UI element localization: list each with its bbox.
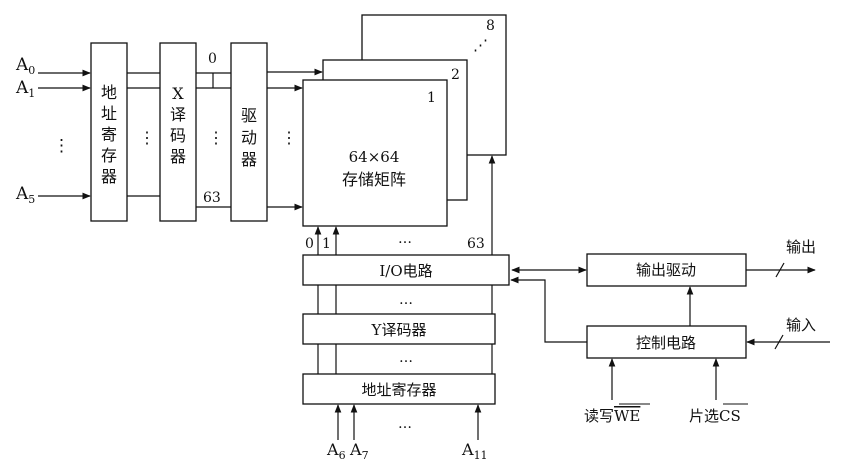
y-address-register-box	[302, 373, 496, 405]
a5-label: A5	[15, 184, 35, 206]
x_decoder_vertical-char: X	[172, 84, 184, 103]
a0-label: A0	[15, 55, 35, 77]
driver-box	[230, 42, 268, 222]
matrix-name: 存储矩阵	[342, 170, 406, 189]
y-decoder-label: Y译码器	[371, 321, 427, 339]
memory-plane-1	[302, 79, 448, 227]
dots-2: ⋮	[208, 128, 224, 147]
matrix-size: 64×64	[349, 148, 400, 166]
y-decoder-box	[302, 313, 496, 345]
a7-label: A7	[349, 440, 369, 462]
a1-label: A1	[15, 78, 35, 100]
cs-label: 片选CS	[689, 407, 741, 425]
input-label: 输入	[786, 316, 816, 334]
io-circuit-label: I/O电路	[379, 262, 432, 280]
addr_reg_vertical-char: 地	[101, 83, 117, 102]
x_decoder_vertical-char: 译	[170, 105, 186, 124]
a6-label: A6	[326, 440, 346, 462]
io-circuit-box	[302, 254, 510, 286]
x_decoder_vertical-char: 器	[170, 147, 186, 166]
driver_vertical-char: 动	[241, 128, 257, 147]
driver_vertical-char: 器	[241, 150, 257, 169]
address-dots: ⋮	[53, 136, 70, 156]
driver-label: 驱动器	[241, 106, 257, 169]
output-driver-label: 输出驱动	[636, 261, 696, 279]
addr_reg_vertical-char: 寄	[101, 125, 117, 144]
y-address-register-label: 地址寄存器	[361, 381, 436, 399]
plane-1-label: 1	[427, 90, 436, 106]
plane-2-label: 2	[451, 67, 460, 83]
addr_reg_vertical-char: 存	[101, 146, 117, 165]
addr_reg_vertical-char: 器	[101, 167, 117, 186]
x-label-top: 0	[208, 51, 217, 67]
row-dots-2: …	[399, 350, 413, 366]
plane-8-label: 8	[486, 18, 495, 34]
plane-dots: ⋰	[473, 36, 488, 54]
col-dots: …	[398, 231, 412, 247]
row-dots-1: …	[399, 292, 413, 308]
driver_vertical-char: 驱	[241, 106, 257, 125]
control-circuit-label: 控制电路	[636, 334, 696, 352]
we-label: 读写WE	[584, 407, 640, 425]
address-register-label: 地址寄存器	[101, 83, 117, 186]
x-label-bottom: 63	[203, 190, 221, 206]
x-decoder-box	[159, 42, 197, 222]
addr_reg_vertical-char: 址	[101, 104, 117, 123]
col-label-0: 0	[305, 236, 314, 252]
y-input-dots: …	[398, 416, 412, 432]
a11-label: A11	[461, 440, 488, 462]
x_decoder_vertical-char: 码	[170, 126, 186, 145]
dots-1: ⋮	[139, 128, 155, 147]
output-label: 输出	[786, 238, 816, 256]
address-register-box	[90, 42, 128, 222]
col-label-1: 1	[322, 236, 331, 252]
dots-3: ⋮	[281, 128, 297, 147]
col-label-63: 63	[467, 236, 485, 252]
